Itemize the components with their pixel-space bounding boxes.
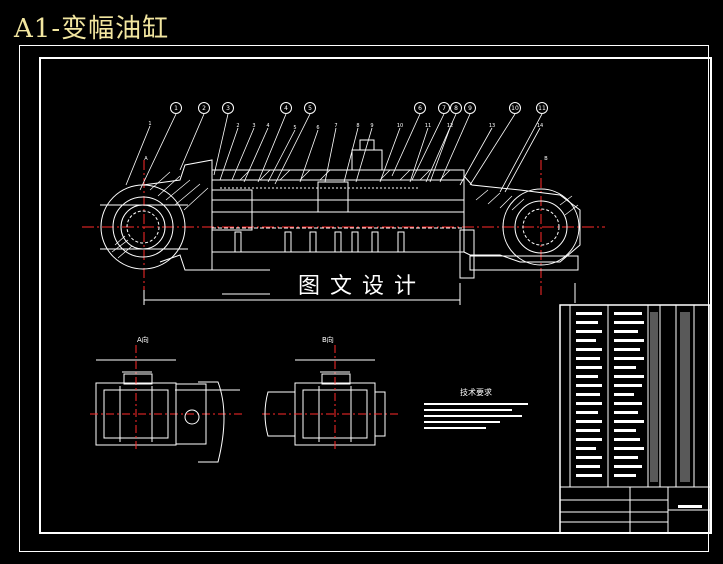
sheet-border-outer [19, 45, 709, 552]
section-mark-a: A [144, 156, 148, 162]
view-b-label: B向 [322, 336, 334, 344]
balloon-2: 2 [202, 105, 206, 112]
right-eye-outer [502, 188, 580, 266]
balloon-11: 11 [538, 105, 546, 112]
watermark-text: 图文设计 [298, 274, 427, 299]
leader-num-5: 5 [293, 125, 296, 131]
balloon-6: 6 [418, 105, 422, 112]
sheet-border-inner [39, 57, 712, 534]
drawing-title: A1-变幅油缸 [14, 14, 170, 44]
leader-num-11: 11 [425, 123, 431, 129]
left-eye-bore [112, 196, 174, 258]
leader-num-14: 14 [537, 123, 543, 129]
leader-num-3: 3 [252, 123, 255, 129]
balloon-circles [170, 102, 548, 114]
tech-requirements-title: 技术要求 [460, 388, 492, 397]
balloon-1: 1 [174, 105, 178, 112]
leader-num-4: 4 [266, 123, 269, 129]
balloon-5: 5 [308, 105, 312, 112]
tech-requirement-lines [424, 403, 528, 429]
parts-list-entries [576, 312, 702, 508]
leader-num-1: 1 [148, 121, 151, 127]
parts-list [559, 304, 711, 534]
view-a-label: A向 [137, 336, 149, 344]
balloon-4: 4 [284, 105, 288, 112]
section-mark-b: B [544, 156, 548, 162]
leader-num-13: 13 [489, 123, 495, 129]
view-b [262, 345, 400, 450]
balloon-10: 10 [511, 105, 519, 112]
leader-num-8: 8 [356, 123, 359, 129]
leader-num-10: 10 [397, 123, 403, 129]
balloon-8: 8 [454, 105, 458, 112]
right-eye-bore [514, 200, 568, 254]
balloon-7: 7 [442, 105, 446, 112]
view-a [90, 345, 245, 463]
leader-num-2: 2 [236, 123, 239, 129]
balloon-9: 9 [468, 105, 472, 112]
cylinder-assembly [82, 113, 605, 305]
leader-num-7: 7 [334, 123, 337, 129]
leader-num-12: 12 [447, 123, 453, 129]
balloon-3: 3 [226, 105, 230, 112]
leader-num-6: 6 [316, 125, 319, 131]
leader-num-9: 9 [370, 123, 373, 129]
